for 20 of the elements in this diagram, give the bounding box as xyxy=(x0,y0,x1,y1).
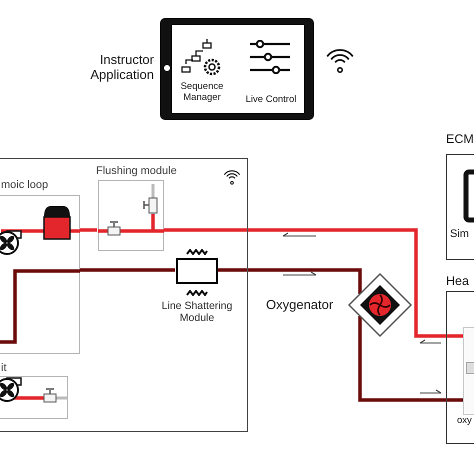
pipe-line xyxy=(163,228,463,338)
tablet-frame xyxy=(160,18,314,120)
module-label: Line Shattering Module xyxy=(160,300,234,324)
pipe-line xyxy=(217,268,362,294)
device-label: Sim xyxy=(450,228,469,241)
app-function-label: Live Control xyxy=(244,95,298,106)
app-function-label: Sequence Manager xyxy=(180,82,224,104)
module-label: ECM xyxy=(446,132,474,146)
pipe-line xyxy=(79,228,97,232)
module-label: Flushing module xyxy=(96,165,177,178)
component-label: oxy xyxy=(457,416,473,427)
pipe-line xyxy=(79,268,175,272)
pipe-line xyxy=(358,316,463,402)
module-label: Hea xyxy=(446,274,469,288)
component-label: Oxygenator xyxy=(266,298,334,313)
oxygenator-symbol xyxy=(347,272,413,338)
module-label: moic loop xyxy=(1,179,48,192)
module-label: it xyxy=(1,362,6,375)
simulator-frame xyxy=(0,158,248,432)
application-label: Instructor Application xyxy=(89,53,154,83)
